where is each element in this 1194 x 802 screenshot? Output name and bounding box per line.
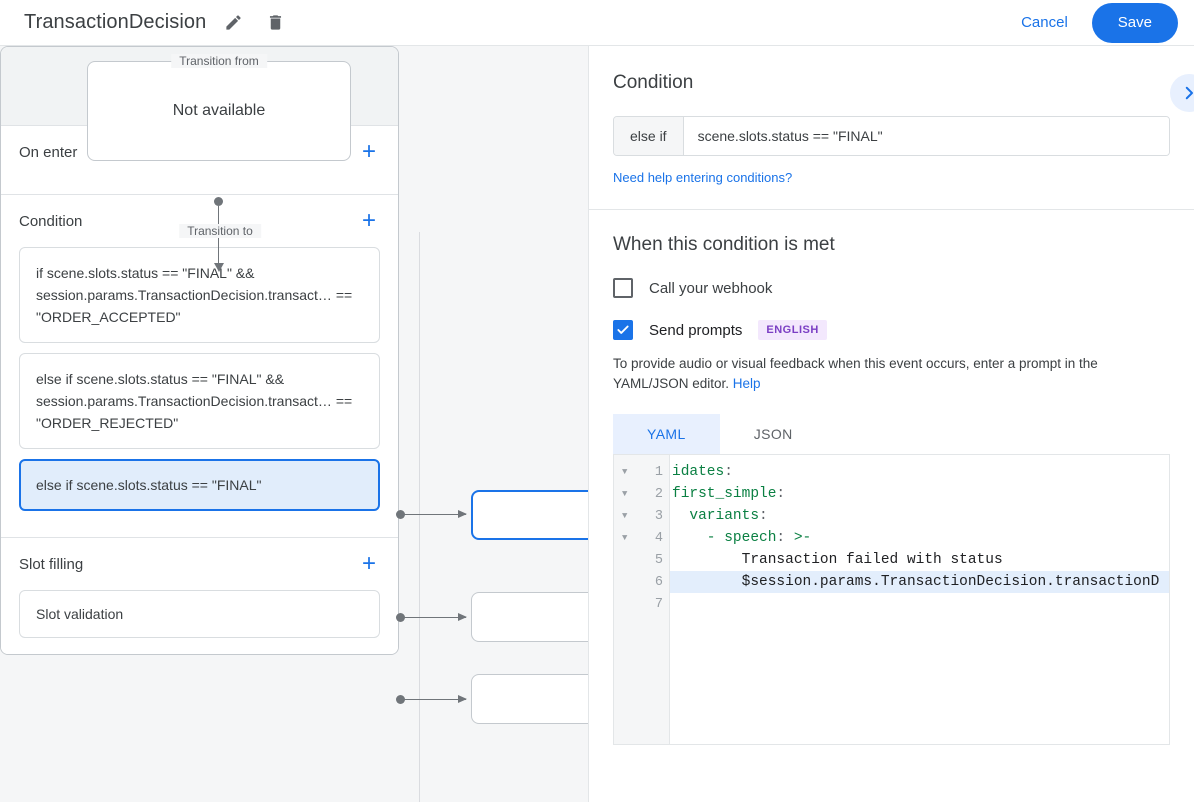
tab-json[interactable]: JSON [753,426,793,442]
editor-code-line: idates: [672,464,733,480]
fold-arrow-icon[interactable]: ▼ [622,467,628,477]
transition-from-value: Not available [172,102,266,119]
editor-line-number: ▼2 [614,483,669,505]
line-number: 7 [654,596,663,612]
help-link[interactable]: Help [732,376,761,391]
tab-yaml[interactable]: YAML [613,414,720,454]
chevron-right-icon-glyph [1185,86,1193,100]
call-webhook-checkbox[interactable] [613,278,633,298]
condition-arrow-1 [404,510,467,518]
section-condition-title: Condition [19,212,83,230]
panel-when-met-section: When this condition is met Call your web… [589,210,1194,745]
editor-code-line: variants: [672,508,768,524]
send-prompts-row[interactable]: Send prompts ENGLISH [613,320,1170,340]
editor-code-line [670,593,1169,615]
editor-line-number: ▼7 [614,593,669,615]
editor-line-number: ▼1 [614,461,669,483]
section-slot-filling-title: Slot filling [19,555,84,573]
condition-connector-dot [396,510,405,519]
checkmark-icon [617,325,629,334]
prompts-description: To provide audio or visual feedback when… [613,354,1170,394]
line-number: 4 [654,530,663,546]
editor-line-number: ▼4 [614,527,669,549]
editor-gutter: ▼1▼2▼3▼4▼5▼6▼7 [614,455,670,744]
pencil-icon-glyph [226,15,241,30]
when-condition-met-heading: When this condition is met [613,234,835,255]
yaml-code-editor[interactable]: ▼1▼2▼3▼4▼5▼6▼7 idates:first_simple: vari… [613,455,1170,745]
fold-arrow-icon[interactable]: ▼ [622,489,628,499]
cancel-button[interactable]: Cancel [1005,4,1084,41]
editor-code-line: first_simple: [672,486,786,502]
graph-vertical-guide [419,232,420,802]
transition-from-node[interactable]: Transition from Not available [87,54,351,161]
section-on-enter-title: On enter [19,143,78,161]
condition-details-panel: Condition else if Need help entering con… [588,46,1194,802]
call-webhook-label: Call your webhook [649,279,773,297]
editor-line-number: ▼6 [614,571,669,593]
chevron-right-icon[interactable] [1170,74,1194,112]
editor-format-tabs: YAML JSON [613,414,1170,455]
trash-icon-glyph [269,15,281,30]
condition-expression-input[interactable] [683,117,1169,155]
send-prompts-label: Send prompts [649,321,743,339]
editor-line-number: ▼5 [614,549,669,571]
save-button[interactable]: Save [1091,2,1178,43]
section-condition: Condition + if scene.slots.status == "FI… [1,194,398,537]
editor-line-number: ▼3 [614,505,669,527]
condition-arrow-2 [404,613,467,621]
line-number: 1 [654,464,663,480]
condition-list-item-selected[interactable]: else if scene.slots.status == "FINAL" [19,459,380,511]
section-slot-filling: Slot filling + Slot validation [1,537,398,654]
condition-list-item[interactable]: else if scene.slots.status == "FINAL" &&… [19,353,380,449]
line-number: 5 [654,552,663,568]
send-prompts-checkbox[interactable] [613,320,633,340]
transition-target-box-2[interactable] [471,592,588,642]
panel-divider [589,209,1194,210]
pencil-icon[interactable] [218,8,248,38]
add-slot-filling-plus-icon[interactable]: + [361,550,376,577]
slot-validation-item[interactable]: Slot validation [19,590,380,638]
editor-code-line: - speech: >- [672,530,812,546]
panel-heading: Condition [613,72,694,93]
line-number: 2 [654,486,663,502]
fold-arrow-icon[interactable]: ▼ [622,511,628,521]
add-on-enter-plus-icon[interactable]: + [361,138,376,165]
section-on-enter-head: On enter + [19,126,380,178]
panel-condition-section: Condition else if Need help entering con… [589,46,1194,209]
line-number: 3 [654,508,663,524]
transition-target-box-3[interactable] [471,674,588,724]
prompts-description-text: To provide audio or visual feedback when… [613,356,1098,391]
topbar-actions: Cancel Save [1005,2,1194,43]
transition-from-connector-dot [214,197,223,206]
section-slot-filling-head: Slot filling + [19,538,380,590]
add-condition-plus-icon[interactable]: + [361,207,376,234]
condition-list-item[interactable]: if scene.slots.status == "FINAL" && sess… [19,247,380,343]
editor-code-area[interactable]: idates: first_simple: variants: - speech:… [670,455,1169,744]
transition-from-legend: Transition from [171,54,267,68]
condition-arrow-3 [404,695,467,703]
line-number: 6 [654,574,663,590]
condition-editor-row: else if [613,116,1170,156]
editor-code-line: Transaction failed with status [672,552,1003,568]
transition-target-box-1[interactable] [471,490,588,540]
page-title: TransactionDecision [24,11,207,33]
language-badge: ENGLISH [758,320,827,340]
editor-code-line: $session.params.TransactionDecision.tran… [670,571,1169,593]
trash-icon[interactable] [260,8,290,38]
fold-arrow-icon[interactable]: ▼ [622,533,628,543]
need-help-entering-conditions-link[interactable]: Need help entering conditions? [613,170,793,185]
section-condition-head: Condition + [19,195,380,247]
top-app-bar: TransactionDecision Cancel Save [0,0,1194,46]
condition-connector-dot [396,695,405,704]
condition-connector-dot [396,613,405,622]
transition-to-legend: Transition to [179,224,261,238]
scene-graph-canvas[interactable]: Transition from Not available Transition… [0,46,588,802]
condition-prefix-label: else if [614,117,684,155]
call-webhook-row[interactable]: Call your webhook [613,278,1170,298]
